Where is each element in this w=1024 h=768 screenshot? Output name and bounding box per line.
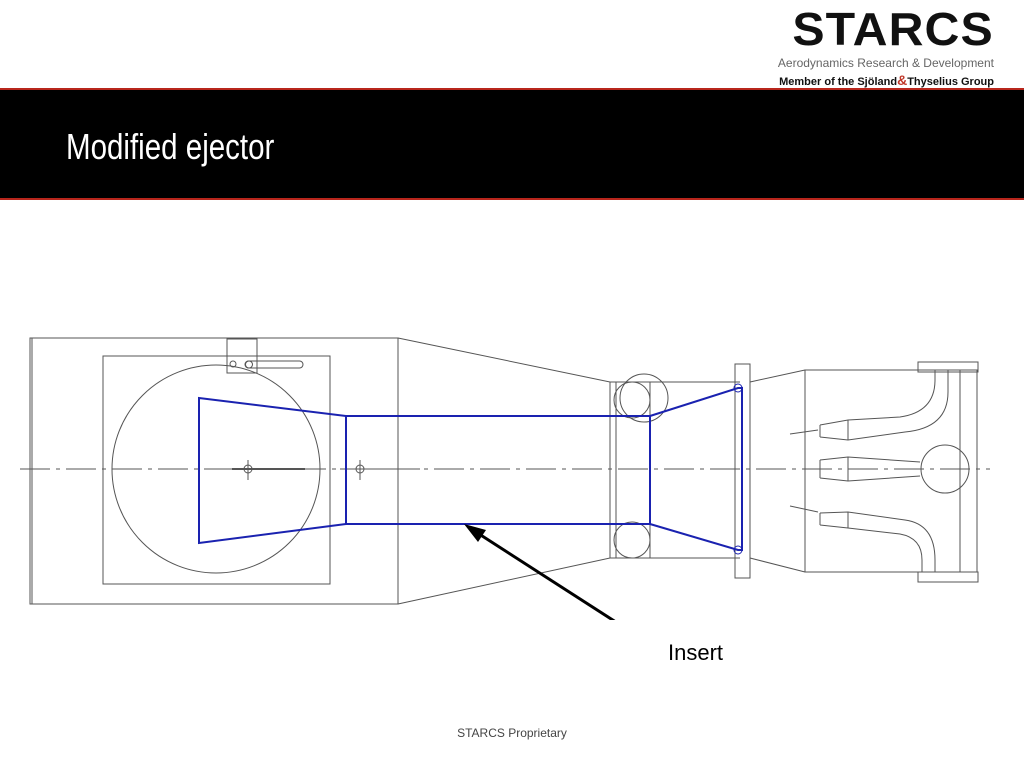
flange-connector-bottom	[749, 557, 806, 573]
inner-frame	[102, 355, 331, 585]
leader-bottom	[789, 505, 819, 513]
left-housing	[29, 337, 399, 605]
housing-bottom-cap	[917, 571, 979, 583]
insert-arrow	[464, 524, 616, 620]
insert-inlet	[198, 396, 347, 545]
slot	[244, 360, 304, 369]
cone-bottom	[397, 557, 740, 605]
title-bar: Modified ejector	[0, 88, 1024, 200]
rotor-circle	[111, 364, 321, 574]
bolt-left	[232, 460, 305, 480]
insert-pin-top	[733, 383, 743, 393]
slot-end	[245, 360, 253, 369]
bolt-right	[340, 460, 420, 480]
top-ring-outline	[619, 373, 669, 423]
drawing-outline	[20, 337, 990, 605]
logo-group-suffix: Thyselius Group	[907, 76, 994, 88]
logo-group-line: Member of the Sjöland&Thyselius Group	[779, 72, 994, 88]
bottom-ring	[613, 521, 651, 559]
nozzle-hub	[920, 444, 970, 494]
insert-pin-bottom	[733, 545, 743, 555]
nozzle-top	[819, 370, 949, 441]
top-bracket	[226, 338, 258, 374]
nozzle-housing	[804, 369, 978, 573]
cone-top	[397, 337, 740, 383]
leader-top	[789, 429, 819, 435]
company-logo: STARCS Aerodynamics Research & Developme…	[770, 3, 1010, 88]
flange-connector	[749, 369, 806, 383]
logo-wordmark: STARCS	[792, 3, 994, 55]
ejector-drawing	[20, 337, 990, 620]
nozzle-bottom	[819, 511, 936, 572]
logo-group-amp: &	[897, 72, 908, 88]
logo-group-prefix: Member of the Sjöland	[779, 76, 898, 88]
insert-outline	[198, 383, 743, 555]
insert-diffuser-top	[649, 387, 743, 551]
logo-subtitle: Aerodynamics Research & Development	[777, 56, 994, 70]
bracket-hole	[229, 360, 237, 368]
insert-label: Insert	[668, 640, 724, 665]
insert-tube	[345, 415, 651, 525]
flange	[734, 363, 751, 579]
footer-text: STARCS Proprietary	[457, 726, 567, 740]
top-ring	[613, 381, 651, 419]
slide-title: Modified ejector	[66, 126, 275, 167]
